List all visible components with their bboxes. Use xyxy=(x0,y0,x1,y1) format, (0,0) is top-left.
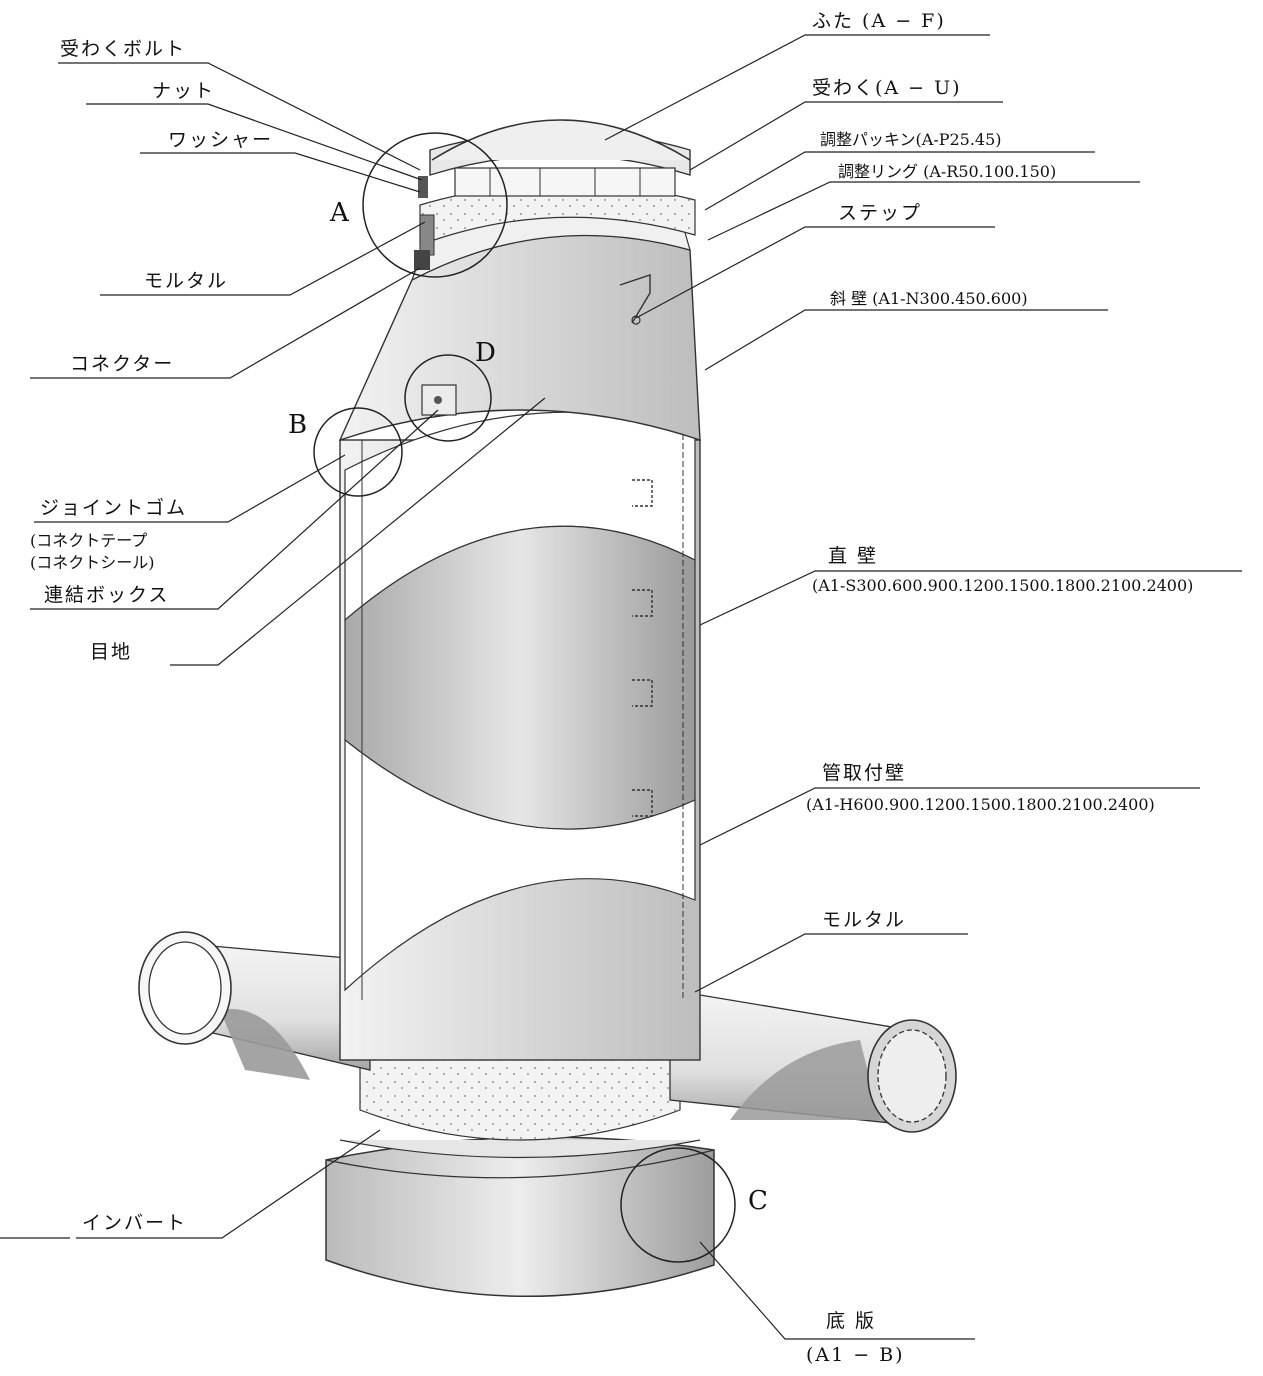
label-connect-tape: (コネクトテープ xyxy=(30,531,148,550)
label-invert: インバート xyxy=(82,1212,188,1234)
shaft xyxy=(339,380,701,1061)
detail-marker-c: C xyxy=(748,1186,768,1216)
label-shaheki: 斜 壁 (A1-N300.450.600) xyxy=(830,289,1028,308)
lid-assembly xyxy=(414,119,696,270)
label-joint-rubber: ジョイントゴム xyxy=(40,497,188,519)
label-ukewaku: 受わく(A − U) xyxy=(812,77,962,99)
detail-marker-a: A xyxy=(330,198,349,228)
label-washer: ワッシャー xyxy=(168,129,274,151)
detail-circle-c xyxy=(620,1147,736,1263)
base-slab xyxy=(325,1136,715,1298)
label-ring: 調整リング (A-R50.100.150) xyxy=(838,162,1057,181)
leader-lines-left xyxy=(0,62,546,1239)
tapered-section xyxy=(338,197,701,442)
label-futa: ふた (A − F) xyxy=(812,10,946,32)
label-nut: ナット xyxy=(152,80,216,102)
right-pipe xyxy=(669,989,957,1133)
label-teiban: 底 版 xyxy=(826,1310,877,1332)
detail-marker-b: B xyxy=(288,410,308,440)
detail-circle-b xyxy=(313,407,403,497)
label-connect-seal: (コネクトシール) xyxy=(30,553,155,572)
left-pipe xyxy=(138,931,371,1080)
label-teiban-spec: (A1 − B) xyxy=(806,1344,905,1366)
detail-circle-a xyxy=(362,132,508,278)
label-renketsu-box: 連結ボックス xyxy=(44,584,170,606)
label-mortar-top: モルタル xyxy=(144,270,229,292)
label-connector: コネクター xyxy=(70,353,175,375)
label-kantori-spec: (A1-H600.900.1200.1500.1800.2100.2400) xyxy=(806,795,1155,814)
leader-lines-right xyxy=(604,34,1242,1340)
detail-circle-d xyxy=(404,354,492,442)
detail-marker-d: D xyxy=(475,338,496,368)
label-packing: 調整パッキン(A-P25.45) xyxy=(820,130,1002,149)
label-medi: 目地 xyxy=(90,641,133,663)
label-ukewaku-bolt: 受わくボルト xyxy=(60,38,187,60)
label-chokuheki: 直 壁 xyxy=(828,545,879,567)
label-kantori: 管取付壁 xyxy=(822,762,907,784)
label-mortar-right: モルタル xyxy=(822,909,907,931)
label-step: ステップ xyxy=(838,202,923,224)
label-chokuheki-spec: (A1-S300.600.900.1200.1500.1800.2100.240… xyxy=(812,576,1194,595)
